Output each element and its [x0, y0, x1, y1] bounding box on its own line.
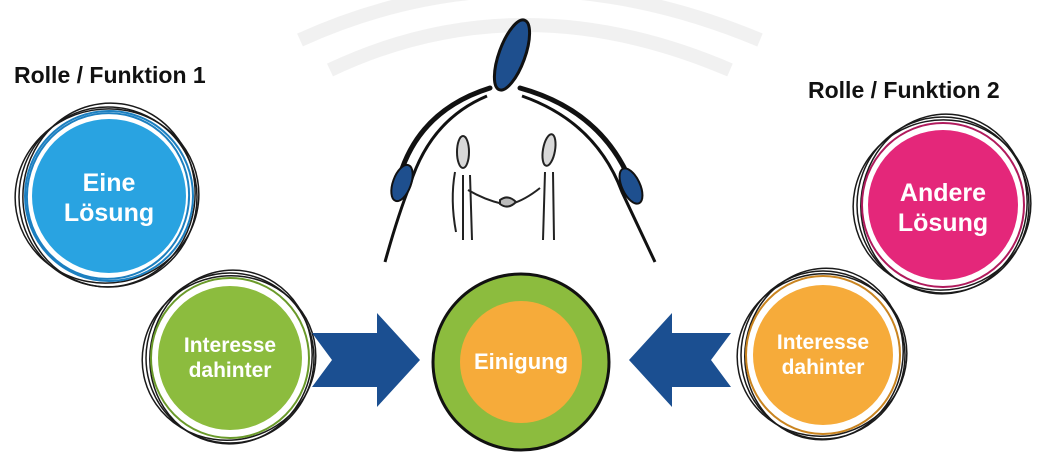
solution-label-left-line2: Lösung — [64, 198, 154, 228]
agreement-label-text: Einigung — [474, 349, 568, 375]
agreement-label: Einigung — [456, 344, 586, 380]
arrow-right-icon — [312, 313, 420, 407]
interest-label-left-line2: dahinter — [189, 358, 272, 383]
interest-label-left: Interesse dahinter — [165, 325, 295, 391]
interest-label-right-line1: Interesse — [777, 330, 869, 355]
interest-label-left-line1: Interesse — [184, 333, 276, 358]
solution-label-left: Eine Lösung — [39, 158, 179, 238]
solution-label-right-line2: Lösung — [898, 208, 988, 238]
arrow-left-icon — [629, 313, 731, 407]
solution-label-right-line1: Andere — [900, 178, 986, 208]
role-title-left: Rolle / Funktion 1 — [14, 62, 206, 89]
solution-label-left-line1: Eine — [83, 168, 136, 198]
mediator-figure-icon — [385, 16, 655, 262]
role-title-right: Rolle / Funktion 2 — [808, 77, 1000, 104]
interest-label-right-line2: dahinter — [782, 355, 865, 380]
interest-label-right: Interesse dahinter — [758, 322, 888, 388]
solution-label-right: Andere Lösung — [873, 168, 1013, 248]
